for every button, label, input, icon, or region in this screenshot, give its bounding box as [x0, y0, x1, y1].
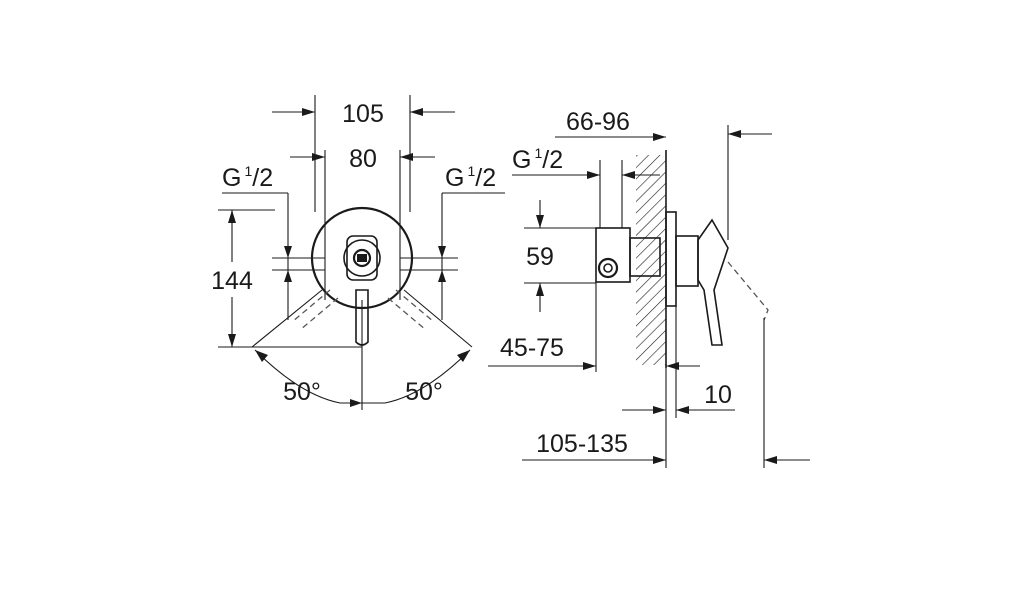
axis-height-label: 59 [526, 243, 554, 271]
plate-label: 10 [704, 381, 732, 409]
height-label: 144 [211, 267, 253, 295]
cartridge-core [352, 248, 372, 268]
wall-range-label: 66-96 [566, 108, 630, 136]
total-range-label: 105-135 [536, 430, 628, 458]
angle-left-label: 50° [283, 378, 321, 406]
width-outer-label: 105 [342, 100, 384, 128]
angle-right-label: 50° [405, 378, 443, 406]
cartridge-ring [343, 239, 381, 277]
cartridge-center [357, 254, 367, 262]
cartridge-body [346, 235, 378, 281]
valve-neck [629, 237, 661, 277]
lever-handle [355, 289, 369, 346]
inlet-port-inner [603, 263, 613, 273]
cover-sleeve [675, 235, 699, 287]
inlet-port [597, 257, 619, 279]
lever-side [697, 218, 729, 346]
width-inner-label: 80 [349, 145, 377, 173]
wall-plate [665, 211, 677, 307]
depth-range-label: 45-75 [500, 334, 564, 362]
wall-section [636, 155, 666, 365]
